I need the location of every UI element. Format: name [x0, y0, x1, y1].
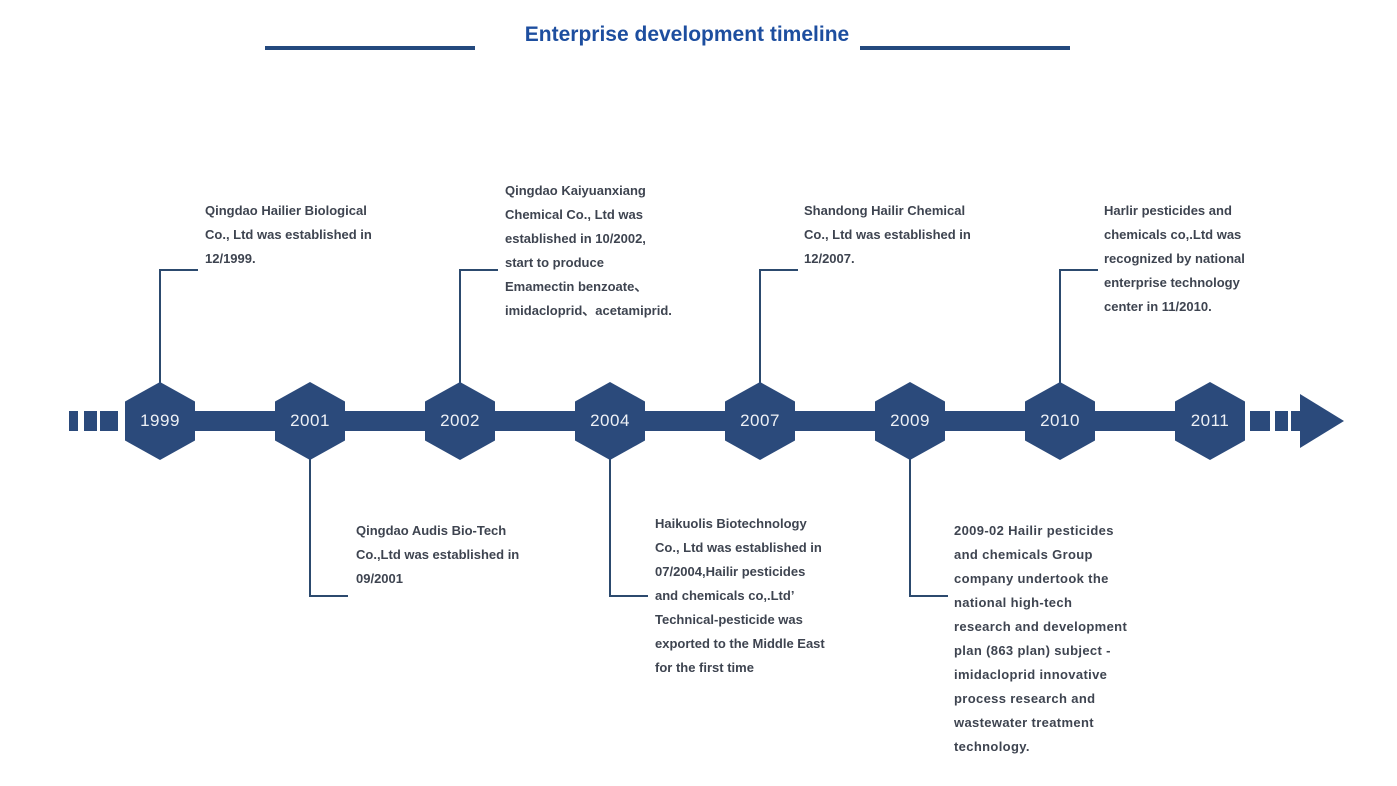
connector-2009-horizontal	[910, 595, 948, 597]
timeline-start-dash-2	[84, 411, 97, 431]
timeline-node-2009: 2009	[875, 382, 945, 460]
connector-1999-vertical	[159, 269, 161, 383]
connector-2007-vertical	[759, 269, 761, 383]
year-label-2010: 2010	[1040, 411, 1080, 430]
connector-2002-horizontal	[460, 269, 498, 271]
timeline-node-2001: 2001	[275, 382, 345, 460]
timeline-node-2004: 2004	[575, 382, 645, 460]
year-label-2002: 2002	[440, 411, 480, 430]
year-label-2011: 2011	[1190, 411, 1230, 430]
arrow-right-icon	[1300, 394, 1344, 448]
timeline-start-dash-1	[69, 411, 78, 431]
year-label-1999: 1999	[140, 411, 180, 430]
timeline-start-dash-3	[100, 411, 118, 431]
page-title: Enterprise development timeline	[524, 23, 850, 46]
timeline-bar	[160, 411, 1210, 431]
timeline-node-2011: 2011	[1175, 382, 1245, 460]
event-text-2007: Shandong Hailir Chemical Co., Ltd was es…	[804, 203, 971, 266]
year-label-2004: 2004	[590, 411, 630, 430]
timeline-end-dash-1	[1250, 411, 1270, 431]
title-decor-line-right	[860, 46, 1070, 50]
event-text-2002: Qingdao Kaiyuanxiang Chemical Co., Ltd w…	[505, 183, 672, 318]
title-decor-line-left	[265, 46, 475, 50]
timeline-node-1999: 1999	[125, 382, 195, 460]
connector-2004-vertical	[609, 459, 611, 597]
connector-2010-vertical	[1059, 269, 1061, 383]
event-text-2009: 2009-02 Hailir pesticides and chemicals …	[954, 523, 1128, 754]
timeline-end-dash-2	[1275, 411, 1288, 431]
year-label-2007: 2007	[740, 411, 780, 430]
connector-2010-horizontal	[1060, 269, 1098, 271]
connector-2009-vertical	[909, 459, 911, 597]
year-label-2001: 2001	[290, 411, 330, 430]
connector-2001-vertical	[309, 459, 311, 597]
connector-2004-horizontal	[610, 595, 648, 597]
event-text-2004: Haikuolis Biotechnology Co., Ltd was est…	[655, 516, 825, 675]
year-label-2009: 2009	[890, 411, 930, 430]
event-text-1999: Qingdao Hailier Biological Co., Ltd was …	[205, 203, 372, 266]
timeline-node-2007: 2007	[725, 382, 795, 460]
event-text-2001: Qingdao Audis Bio-Tech Co.,Ltd was estab…	[356, 523, 520, 586]
timeline-node-2010: 2010	[1025, 382, 1095, 460]
connector-2001-horizontal	[310, 595, 348, 597]
timeline-end-dash-3	[1291, 411, 1300, 431]
event-text-2010: Harlir pesticides and chemicals co,.Ltd …	[1104, 203, 1245, 314]
connector-2002-vertical	[459, 269, 461, 383]
connector-2007-horizontal	[760, 269, 798, 271]
timeline-node-2002: 2002	[425, 382, 495, 460]
connector-1999-horizontal	[160, 269, 198, 271]
